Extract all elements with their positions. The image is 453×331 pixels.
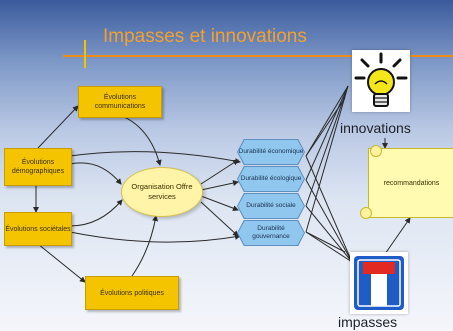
impasses-label: impasses	[338, 314, 398, 330]
hex-label: Durabilité gouvernance	[252, 225, 290, 240]
recommandations-scroll: recommandations	[368, 148, 453, 218]
scroll-curl-bottom	[360, 207, 372, 219]
scroll-curl-top	[370, 145, 382, 157]
innovations-label: innovations	[340, 120, 411, 136]
center-label: Organisation Offre services	[131, 182, 193, 201]
box-label: Évolutions politiques	[100, 289, 164, 297]
box-label: Évolutions sociétales	[5, 225, 71, 233]
hex-label: Durabilité économique	[238, 148, 304, 155]
box-evolutions-demographiques: Évolutions démographiques	[4, 148, 72, 186]
box-label: Évolutions communications	[94, 94, 146, 110]
box-evolutions-societales: Évolutions sociétales	[4, 212, 72, 246]
recommandations-label: recommandations	[383, 179, 440, 187]
organisation-offre-services-node: Organisation Offre services	[121, 167, 203, 217]
hex-durabilite-ecologique: Durabilité écologique	[238, 167, 304, 191]
hex-label: Durabilité sociale	[246, 202, 296, 209]
slide-title: Impasses et innovations	[103, 26, 307, 47]
box-evolutions-communications: Évolutions communications	[78, 86, 162, 118]
hex-durabilite-gouvernance: Durabilité gouvernance	[238, 221, 304, 245]
box-evolutions-politiques: Évolutions politiques	[85, 276, 179, 310]
hex-durabilite-sociale: Durabilité sociale	[238, 194, 304, 218]
lightbulb-icon	[352, 50, 410, 112]
hex-label: Durabilité écologique	[240, 175, 302, 182]
title-tick-mark	[84, 40, 86, 68]
dead-end-sign-icon	[350, 252, 408, 314]
title-divider	[63, 55, 453, 57]
box-label: Évolutions démographiques	[11, 159, 65, 175]
hex-durabilite-economique: Durabilité économique	[238, 140, 304, 164]
